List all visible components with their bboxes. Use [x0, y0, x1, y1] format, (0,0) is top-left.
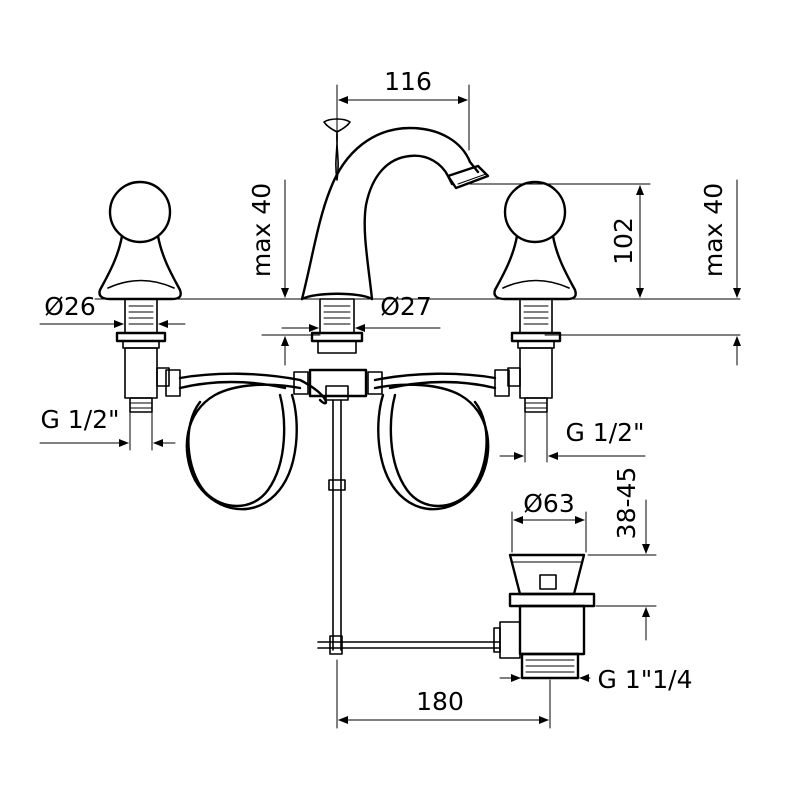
- popup-rod: [317, 399, 501, 655]
- dim-handle-dia: Ø26: [39, 292, 186, 328]
- dim-max-left: max 40: [247, 179, 321, 366]
- dim-waste-range: 38-45: [587, 467, 657, 641]
- left-handle: [98, 180, 182, 413]
- dim-thread-right: G 1/2": [499, 411, 646, 463]
- label-spout-dia: Ø27: [380, 292, 432, 321]
- dim-spout-height: 102: [469, 183, 651, 298]
- label-thread-left: G 1/2": [40, 405, 119, 434]
- label-waste-thread: G 1"1/4: [598, 665, 693, 694]
- right-handle: [493, 180, 577, 413]
- label-spout-height: 102: [609, 217, 638, 265]
- label-waste-dia: Ø63: [523, 489, 575, 518]
- label-centers: 180: [416, 687, 464, 716]
- dim-spout-reach: 116: [336, 67, 470, 151]
- label-max-left: max 40: [247, 183, 276, 277]
- dim-waste-thread: G 1"1/4: [499, 665, 693, 694]
- dim-max-right: max 40: [699, 179, 741, 366]
- label-thread-right: G 1/2": [565, 418, 644, 447]
- deck-line: [94, 298, 741, 336]
- dim-thread-left: G 1/2": [39, 405, 176, 451]
- hoses: [165, 368, 510, 511]
- label-handle-dia: Ø26: [44, 292, 96, 321]
- dimensions: 116 102 max 40 max 40 Ø26: [39, 67, 741, 729]
- waste: [493, 553, 596, 680]
- label-max-right: max 40: [699, 183, 728, 277]
- label-spout-reach: 116: [384, 67, 432, 96]
- dim-centers: 180: [336, 659, 551, 729]
- dim-spout-dia: Ø27: [281, 292, 441, 332]
- dim-waste-dia: Ø63: [511, 489, 587, 553]
- label-waste-range: 38-45: [612, 467, 641, 540]
- spout: [300, 118, 490, 354]
